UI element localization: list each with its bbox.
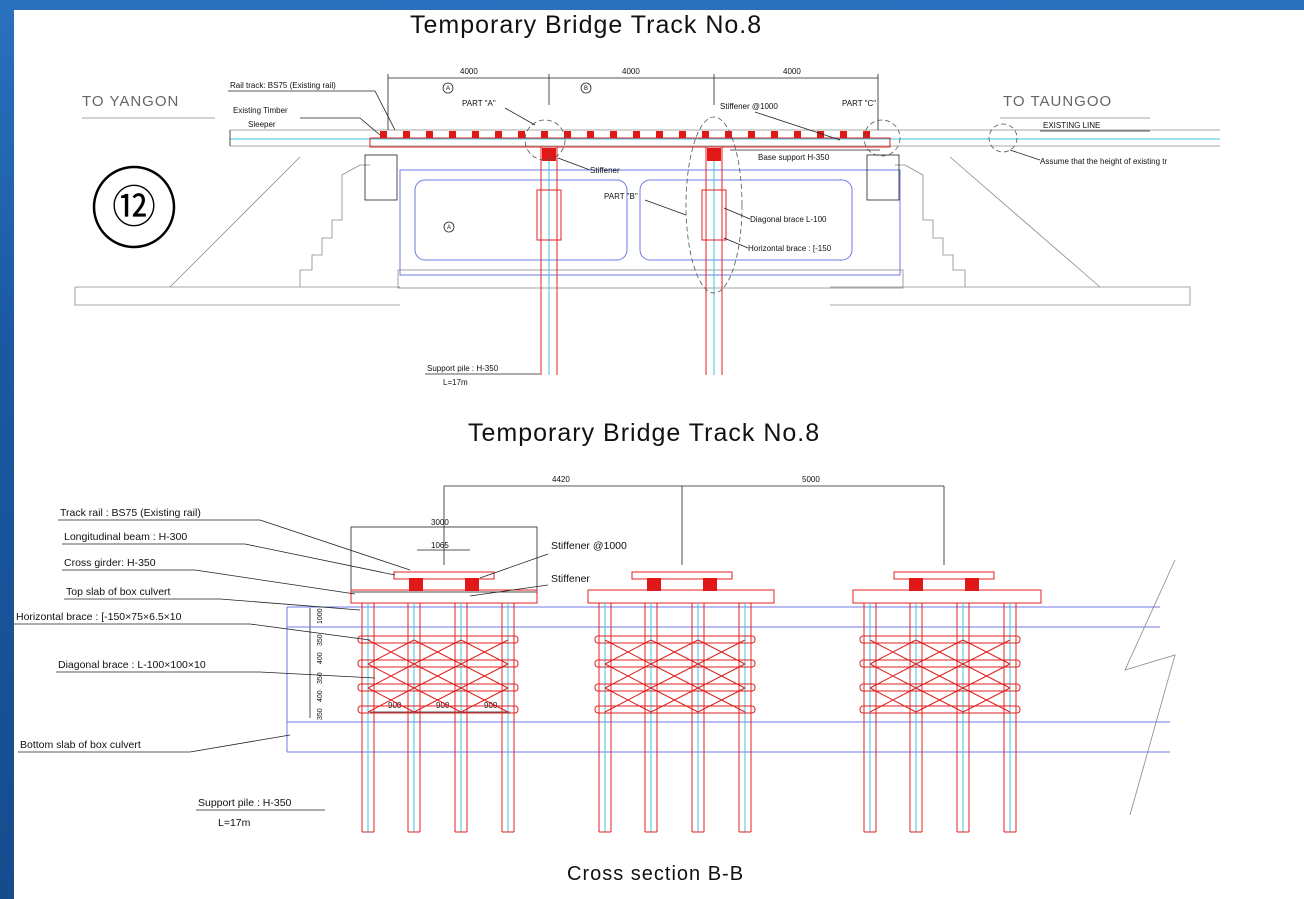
top-embankment — [74, 154, 1191, 306]
top-labels: Rail track: BS75 (Existing rail) Existin… — [228, 81, 1168, 387]
label-longitudinal-beam: Longitudinal beam : H-300 — [64, 531, 187, 543]
label-rail-track: Rail track: BS75 (Existing rail) — [230, 81, 336, 90]
label-support-pile: Support pile : H-350 — [427, 364, 499, 373]
slide-number: ⑫ — [112, 182, 156, 233]
label-bottom-slab: Bottom slab of box culvert — [20, 739, 141, 751]
top-title: Temporary Bridge Track No.8 — [410, 11, 762, 39]
sleeper — [403, 131, 410, 138]
rail-block — [703, 578, 717, 591]
label-horizontal-brace: Horizontal brace : [-150 — [748, 244, 832, 253]
label-top-slab: Top slab of box culvert — [66, 586, 171, 598]
sleeper — [495, 131, 502, 138]
cross-section-caption: Cross section B-B — [567, 863, 744, 885]
sleeper — [679, 131, 686, 138]
label-base-support: Base support H-350 — [758, 153, 830, 162]
mark-a2: A — [447, 225, 451, 231]
mark-b: B — [584, 86, 588, 92]
label-stiffener-top: Stiffener — [590, 166, 620, 175]
mark-a1: A — [446, 86, 450, 92]
sleeper — [748, 131, 755, 138]
top-dim-1: 4000 — [460, 67, 478, 76]
to-yangon-label: TO YANGON — [82, 93, 179, 110]
label-pile-length: L=17m — [443, 378, 468, 387]
bottom-title: Temporary Bridge Track No.8 — [468, 419, 820, 447]
rail-block — [965, 578, 979, 591]
drawing-sheet — [14, 10, 1304, 899]
sleeper — [541, 131, 548, 138]
bottom-vdim: 400 — [317, 690, 324, 702]
label-pile-length-b: L=17m — [218, 817, 251, 829]
sleeper — [656, 131, 663, 138]
sleeper — [449, 131, 456, 138]
bottom-vdim: 350 — [317, 708, 324, 720]
pile-bent — [350, 571, 538, 833]
sleeper — [587, 131, 594, 138]
sleeper — [610, 131, 617, 138]
label-cross-girder: Cross girder: H-350 — [64, 557, 156, 569]
bottom-dim-1065: 1065 — [431, 541, 449, 550]
bottom-dim-4420: 4420 — [552, 475, 570, 484]
bottom-labels: Track rail : BS75 (Existing rail) Longit… — [14, 507, 627, 829]
label-horizontal-brace-b: Horizontal brace : [-150×75×6.5×10 — [16, 611, 182, 623]
to-taungoo-label: TO TAUNGOO — [1003, 93, 1112, 110]
box-culvert — [286, 559, 1176, 816]
label-stiffener-b: Stiffener — [551, 573, 590, 585]
bottom-dim-5000: 5000 — [802, 475, 820, 484]
label-track-rail: Track rail : BS75 (Existing rail) — [60, 507, 201, 519]
pile-bent — [587, 571, 775, 833]
label-assume-height: Assume that the height of existing tr — [1040, 157, 1168, 166]
top-dimensions: 4000 4000 4000 A B A — [387, 67, 879, 233]
label-diagonal-brace: Diagonal brace L-100 — [750, 215, 827, 224]
top-track — [229, 129, 1220, 148]
top-piles — [524, 116, 1018, 375]
label-part-a: PART "A" — [462, 99, 496, 108]
top-dim-2: 4000 — [622, 67, 640, 76]
label-sleeper: Sleeper — [248, 120, 276, 129]
sleeper — [817, 131, 824, 138]
label-support-pile-b: Support pile : H-350 — [198, 797, 292, 809]
bottom-vdim: 350 — [317, 634, 324, 646]
rail-block — [909, 578, 923, 591]
sleeper — [380, 131, 387, 138]
sleeper — [840, 131, 847, 138]
pile-bents — [350, 571, 1042, 833]
bottom-dim-3000: 3000 — [431, 518, 449, 527]
bottom-vdim: 1000 — [317, 608, 324, 624]
bottom-vdim: 400 — [317, 652, 324, 664]
rail-block — [647, 578, 661, 591]
sleeper — [725, 131, 732, 138]
label-stiffener-1000-b: Stiffener @1000 — [551, 540, 627, 552]
label-part-b: PART "B" — [604, 192, 638, 201]
sleeper — [794, 131, 801, 138]
label-existing-timber: Existing Timber — [233, 106, 288, 115]
label-stiffener-1000: Stiffener @1000 — [720, 102, 778, 111]
slide-number-circle — [92, 165, 176, 249]
rail-block — [409, 578, 423, 591]
sleeper — [518, 131, 525, 138]
sleeper — [863, 131, 870, 138]
sleeper — [633, 131, 640, 138]
sleeper — [564, 131, 571, 138]
label-part-c: PART "C" — [842, 99, 876, 108]
label-diagonal-brace-b: Diagonal brace : L-100×100×10 — [58, 659, 206, 671]
rail-block — [465, 578, 479, 591]
sleeper — [702, 131, 709, 138]
sleeper — [426, 131, 433, 138]
sleeper — [771, 131, 778, 138]
label-existing-line: EXISTING LINE — [1043, 121, 1100, 130]
bottom-vdim: 350 — [317, 672, 324, 684]
pile-bent — [852, 571, 1042, 833]
sleeper — [472, 131, 479, 138]
top-dim-3: 4000 — [783, 67, 801, 76]
